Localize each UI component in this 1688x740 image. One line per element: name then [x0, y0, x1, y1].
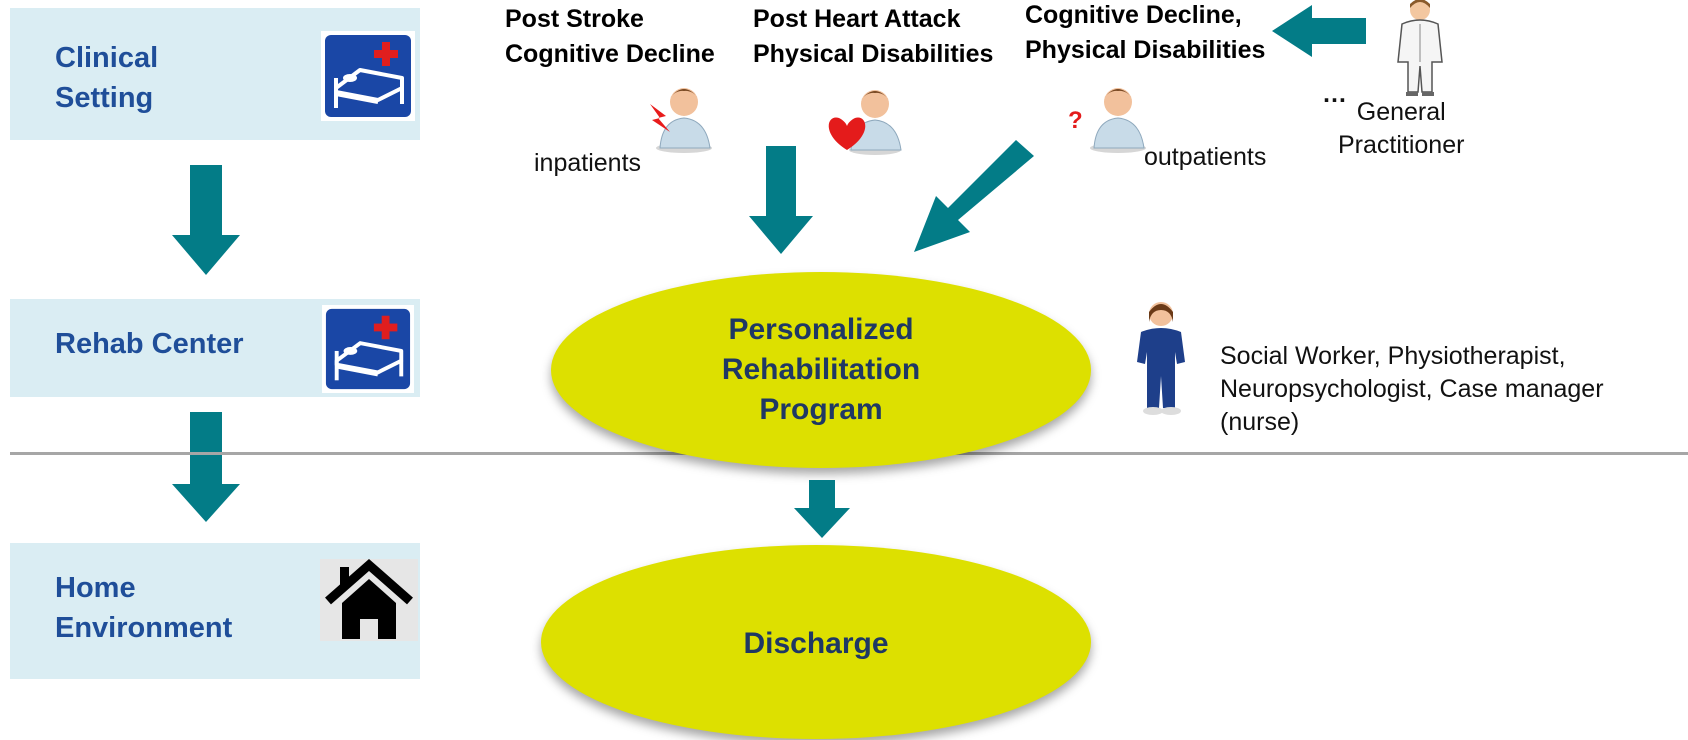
category-post-heart-attack: Post Heart Attack Physical Disabilities	[753, 5, 994, 68]
nurse-icon	[1137, 302, 1185, 415]
inpatients-label: inpatients	[534, 149, 642, 177]
arrow-down-rehab-to-home	[172, 412, 240, 522]
stage-label: Rehab Center	[55, 328, 244, 360]
unknown-patient-icon	[1090, 88, 1146, 153]
category-cognitive-physical: Cognitive Decline, Physical Disabilities	[1025, 1, 1266, 64]
stage-clinical-setting: Clinical Setting	[10, 8, 420, 140]
arrow-down-into-program	[749, 146, 813, 254]
team-label: Social Worker, Physiotherapist, Neuropsy…	[1220, 342, 1604, 436]
heart-patient-icon	[828, 90, 902, 155]
doctor-icon	[1397, 0, 1443, 96]
arrow-down-to-discharge	[794, 480, 850, 538]
outpatients-label: outpatients	[1144, 143, 1267, 171]
stage-rehab-center: Rehab Center	[10, 299, 420, 397]
ellipsis-more: …	[1322, 80, 1347, 108]
general-practitioner-label: General Practitioner	[1338, 98, 1465, 159]
question-mark: ?	[1068, 107, 1083, 134]
stage-home-environment: Home Environment	[10, 543, 420, 679]
category-post-stroke: Post Stroke Cognitive Decline	[505, 5, 715, 68]
discharge-label: Discharge	[743, 627, 889, 660]
discharge-ellipse	[541, 545, 1091, 739]
arrow-diagonal-into-program	[914, 140, 1034, 252]
hospital-bed-sign-icon	[321, 31, 415, 121]
program-label: Personalized Rehabilitation Program	[721, 313, 921, 426]
stage-label: Clinical Setting	[55, 42, 159, 114]
arrow-left-from-practitioner	[1272, 5, 1366, 57]
arrow-down-clinical-to-rehab	[172, 165, 240, 275]
hospital-bed-sign-icon	[322, 304, 414, 394]
program-ellipse	[551, 272, 1091, 468]
house-icon	[320, 559, 418, 641]
stroke-patient-icon	[650, 88, 712, 153]
stage-label: Home Environment	[55, 572, 233, 644]
